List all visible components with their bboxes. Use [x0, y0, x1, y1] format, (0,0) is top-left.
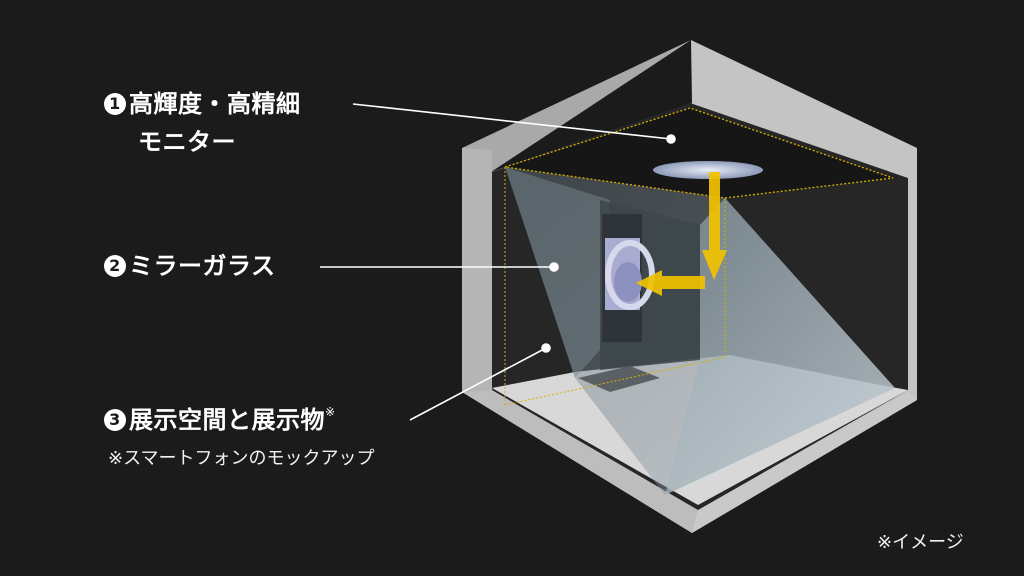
- label-monitor-line1: 高輝度・高精細: [129, 90, 301, 118]
- ceiling-outline: [504, 107, 894, 199]
- leader-lines: [320, 103, 676, 421]
- number-badge-1: 1: [104, 93, 126, 115]
- number-badge-3: 3: [104, 409, 126, 431]
- reference-mark: ※: [325, 405, 336, 419]
- number-badge-2: 2: [104, 255, 126, 277]
- label-mirror-glass-text: ミラーガラス: [129, 252, 276, 280]
- smartphone-mockup: [578, 366, 660, 392]
- footnote: ※スマートフォンのモックアップ: [108, 448, 375, 469]
- light-path-arrows: [636, 172, 727, 296]
- ceiling: [505, 108, 893, 198]
- exhibit-space-outline: [504, 167, 726, 406]
- image-note: ※イメージ: [877, 532, 964, 553]
- label-monitor-line2: モニター: [138, 128, 236, 156]
- reflected-phone-image: [602, 214, 655, 342]
- label-exhibit-space-text: 展示空間と展示物: [129, 406, 325, 434]
- monitor-screen: [653, 161, 763, 179]
